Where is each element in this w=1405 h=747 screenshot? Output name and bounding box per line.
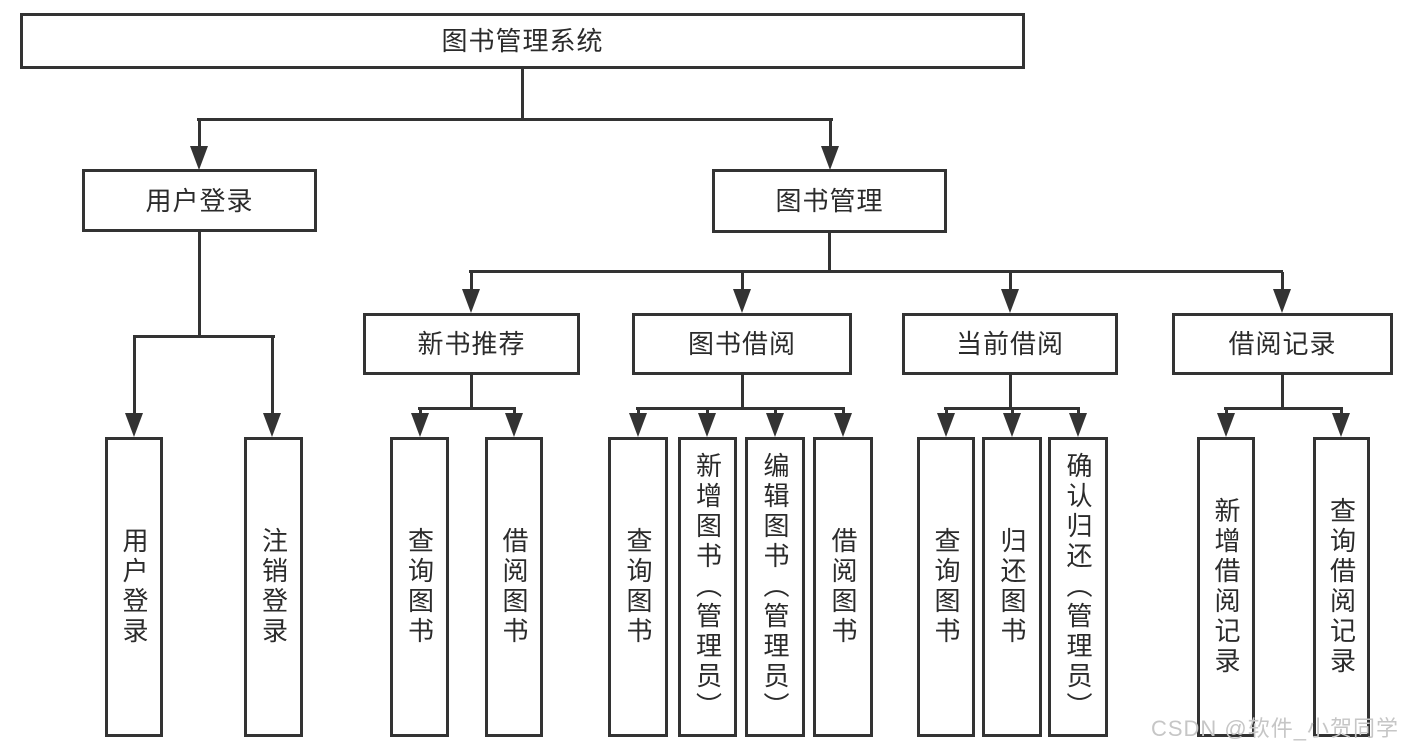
arrow-down-icon — [125, 413, 143, 437]
leaf-record-add-record: 新增借阅记录 — [1197, 437, 1255, 737]
node-book-borrowing: 图书借阅 — [632, 313, 852, 375]
arrow-shaft — [513, 409, 516, 415]
arrow-shaft — [470, 272, 473, 291]
arrow-down-icon — [505, 413, 523, 437]
leaf-current-confirm-return-admin: 确认归还（管理员） — [1048, 437, 1108, 737]
arrow-shaft — [271, 337, 274, 414]
leaf-current-return-books: 归还图书 — [982, 437, 1042, 737]
arrow-shaft — [198, 120, 201, 148]
connector-book-borrow-hline — [636, 407, 845, 410]
node-label: 用户登录 — [145, 185, 254, 216]
leaf-newbook-borrow-books: 借阅图书 — [485, 437, 543, 737]
node-new-book-recommend: 新书推荐 — [363, 313, 580, 375]
node-book-management: 图书管理 — [712, 169, 947, 233]
node-user-login: 用户登录 — [82, 169, 317, 232]
leaf-borrow-query-books: 查询图书 — [608, 437, 668, 737]
arrow-down-icon — [1069, 413, 1087, 437]
leaf-label: 借阅图书 — [828, 527, 858, 647]
connector-book-mgmt-hline — [469, 270, 1283, 273]
connector-current-borrow-hline — [944, 407, 1080, 410]
leaf-user-login: 用户登录 — [105, 437, 163, 737]
connector-borrow-records-stub — [1281, 374, 1284, 410]
leaf-borrow-edit-books-admin: 编辑图书（管理员） — [745, 437, 805, 737]
arrow-shaft — [741, 272, 744, 291]
connector-new-book-hline — [418, 407, 516, 410]
leaf-label: 查询借阅记录 — [1326, 497, 1357, 677]
arrow-down-icon — [1332, 413, 1350, 437]
node-label: 图书管理 — [775, 186, 884, 216]
leaf-newbook-query-books: 查询图书 — [390, 437, 449, 737]
node-current-borrowing: 当前借阅 — [902, 313, 1118, 375]
arrow-down-icon — [1273, 289, 1291, 313]
arrow-down-icon — [1217, 413, 1235, 437]
leaf-label: 编辑图书（管理员） — [760, 452, 790, 722]
arrow-down-icon — [462, 289, 480, 313]
arrow-down-icon — [766, 413, 784, 437]
leaf-logout: 注销登录 — [244, 437, 303, 737]
arrow-shaft — [133, 337, 136, 414]
arrow-down-icon — [629, 413, 647, 437]
arrow-shaft — [1225, 409, 1228, 415]
leaf-current-query-books: 查询图书 — [917, 437, 975, 737]
arrow-shaft — [1009, 272, 1012, 291]
connector-book-mgmt-stub — [828, 232, 831, 273]
leaf-borrow-add-books-admin: 新增图书（管理员） — [678, 437, 737, 737]
connector-root-stub — [521, 67, 524, 121]
arrow-down-icon — [1001, 289, 1019, 313]
leaf-label: 归还图书 — [997, 527, 1027, 647]
leaf-record-query-record: 查询借阅记录 — [1313, 437, 1370, 737]
arrow-shaft — [637, 409, 640, 415]
arrow-down-icon — [190, 146, 208, 170]
arrow-shaft — [1340, 409, 1343, 415]
leaf-label: 查询图书 — [623, 527, 653, 647]
arrow-down-icon — [1003, 413, 1021, 437]
leaf-label: 新增图书（管理员） — [692, 452, 723, 722]
leaf-label: 确认归还（管理员） — [1063, 452, 1093, 722]
arrow-shaft — [706, 409, 709, 415]
leaf-label: 新增借阅记录 — [1211, 497, 1241, 677]
arrow-down-icon — [411, 413, 429, 437]
arrow-down-icon — [263, 413, 281, 437]
arrow-down-icon — [698, 413, 716, 437]
leaf-label: 查询图书 — [404, 527, 435, 647]
arrow-down-icon — [821, 146, 839, 170]
arrow-down-icon — [937, 413, 955, 437]
leaf-label: 查询图书 — [931, 527, 961, 647]
node-label: 借阅记录 — [1228, 329, 1337, 359]
arrow-shaft — [842, 409, 845, 415]
leaf-borrow-borrow-books: 借阅图书 — [813, 437, 873, 737]
connector-current-borrow-stub — [1009, 374, 1012, 410]
connector-user-login-stub — [198, 232, 201, 338]
arrow-down-icon — [733, 289, 751, 313]
leaf-label: 注销登录 — [258, 527, 289, 647]
arrow-shaft — [1077, 409, 1080, 415]
node-label: 图书借阅 — [687, 329, 796, 359]
connector-book-borrow-stub — [741, 374, 744, 410]
leaf-label: 借阅图书 — [499, 527, 529, 647]
arrow-shaft — [1011, 409, 1014, 415]
node-label: 新书推荐 — [417, 329, 526, 359]
arrow-shaft — [1281, 272, 1284, 291]
node-label: 当前借阅 — [955, 329, 1064, 359]
connector-new-book-stub — [470, 374, 473, 410]
node-borrowing-records: 借阅记录 — [1172, 313, 1393, 375]
csdn-watermark: CSDN @软件_小贺同学 — [1150, 716, 1399, 741]
node-root: 图书管理系统 — [20, 13, 1025, 69]
arrow-shaft — [419, 409, 422, 415]
leaf-label: 用户登录 — [119, 527, 149, 647]
arrow-shaft — [829, 120, 832, 148]
arrow-down-icon — [834, 413, 852, 437]
node-label: 图书管理系统 — [441, 26, 604, 56]
connector-root-hline — [197, 118, 833, 121]
connector-borrow-records-hline — [1224, 407, 1343, 410]
arrow-shaft — [945, 409, 948, 415]
arrow-shaft — [774, 409, 777, 415]
connector-user-login-hline — [133, 335, 275, 338]
